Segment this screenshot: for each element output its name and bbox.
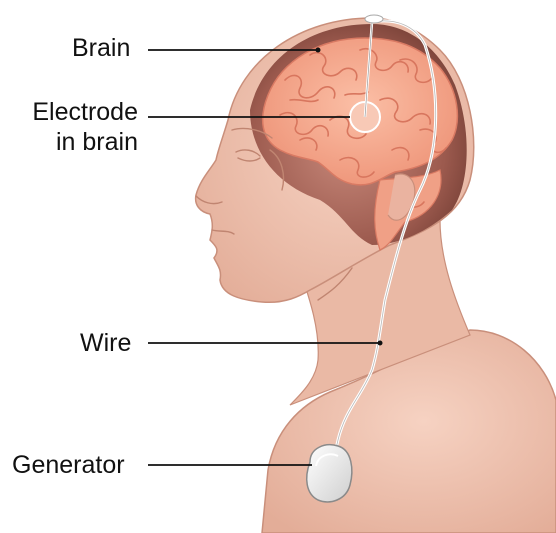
label-generator: Generator — [12, 450, 125, 480]
label-brain: Brain — [72, 33, 130, 63]
label-electrode-line1: Electrode — [32, 97, 138, 127]
label-electrode-in-brain: Electrode in brain — [32, 97, 138, 157]
burr-hole-cap — [365, 15, 383, 23]
label-wire: Wire — [80, 328, 131, 358]
pulse-generator — [307, 445, 352, 502]
label-electrode-line2: in brain — [32, 127, 138, 157]
shoulder-torso — [262, 330, 556, 533]
